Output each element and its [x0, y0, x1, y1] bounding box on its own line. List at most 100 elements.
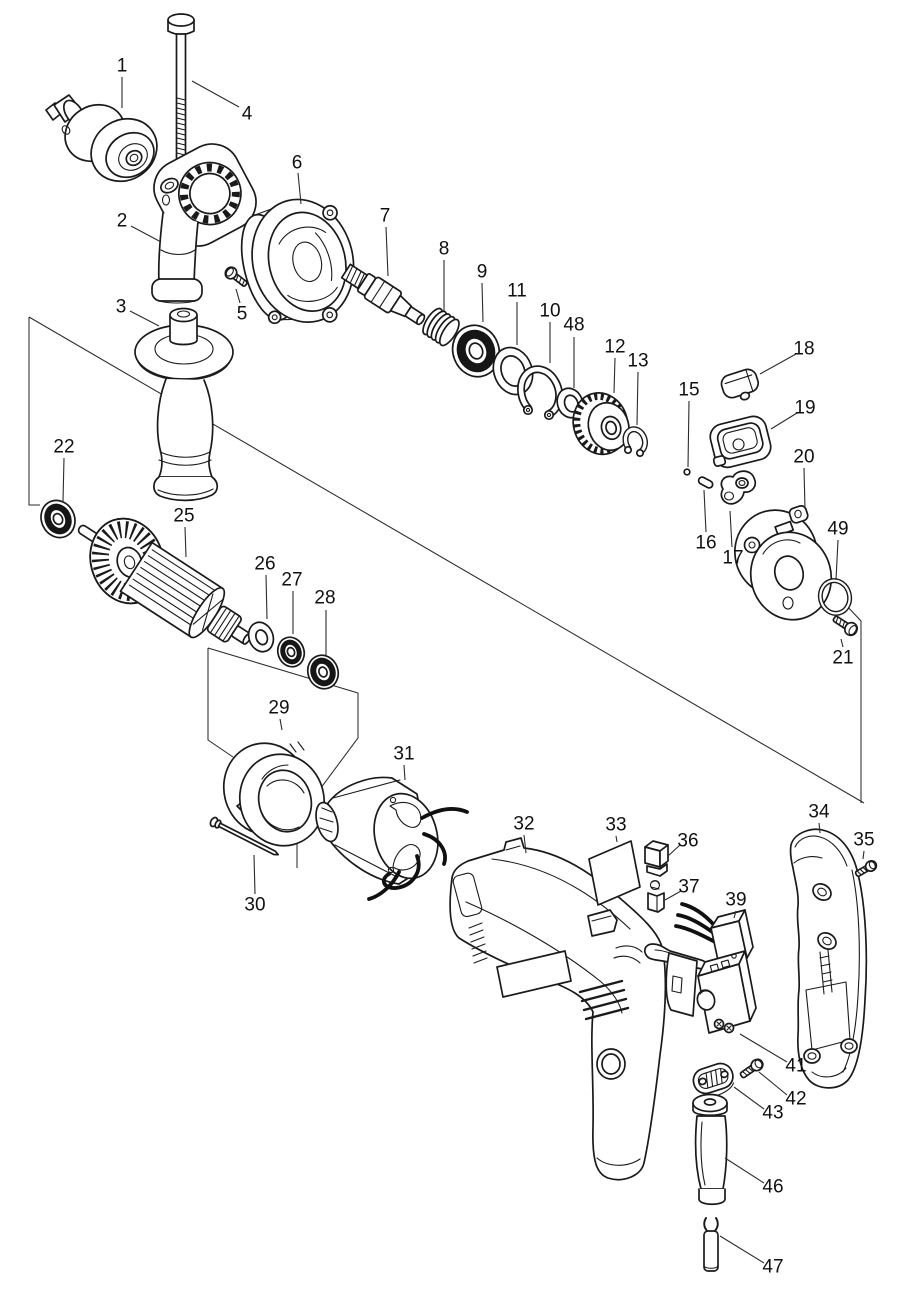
leader-line-part-7-spindle — [385, 226, 389, 277]
part-label-9-ball-bearing: 9 — [477, 262, 488, 283]
part-4-bolt-drawing — [167, 13, 195, 163]
leader-line-part-41-trigger-switch — [739, 1033, 788, 1063]
part-label-3-side-handle: 3 — [116, 297, 127, 318]
part-label-13-retaining-ring-small: 13 — [627, 351, 648, 372]
part-label-6-gear-housing-cover: 6 — [292, 153, 303, 174]
leader-line-part-18-lock-button — [759, 353, 797, 375]
part-label-48-ring: 48 — [563, 315, 584, 336]
leader-line-part-15-steel-ball — [687, 400, 690, 468]
part-31-field-stator-drawing — [315, 776, 469, 901]
part-37-carbon-brush-drawing — [647, 879, 665, 913]
leader-line-part-12-gear — [613, 357, 616, 394]
part-42-screw-switch-drawing — [739, 1058, 764, 1079]
part-41-trigger-switch-drawing — [643, 943, 757, 1034]
assembly-bracket-line-3 — [845, 604, 862, 803]
part-30-pin-rod-drawing — [209, 816, 280, 856]
leader-line-part-47-power-cord — [719, 1235, 765, 1264]
part-label-19-slide-button: 19 — [794, 398, 815, 419]
leader-line-part-19-slide-button — [770, 412, 798, 430]
part-26-flat-washer-rear-drawing — [247, 621, 275, 653]
leader-line-part-25-armature — [184, 526, 187, 558]
leader-line-part-42-screw-switch — [758, 1071, 788, 1096]
part-label-5-screw: 5 — [237, 304, 248, 325]
part-label-16-pin: 16 — [695, 533, 716, 554]
part-label-47-power-cord: 47 — [762, 1257, 783, 1278]
part-label-2-gear-housing-neck: 2 — [117, 211, 128, 232]
part-22-ball-bearing-front-drawing — [40, 499, 76, 539]
leader-line-part-32-motor-housing — [523, 834, 527, 854]
leader-line-part-6-gear-housing-cover — [297, 172, 302, 205]
leader-line-part-16-pin — [703, 489, 707, 533]
assembly-bracket-line-1 — [28, 317, 40, 506]
part-label-33-nameplate-label: 33 — [605, 815, 626, 836]
part-label-49-o-ring: 49 — [827, 519, 848, 540]
part-label-10-retaining-ring: 10 — [539, 301, 560, 322]
part-27-ball-bearing-mid-drawing — [276, 636, 306, 668]
part-10-retaining-ring-drawing — [517, 365, 564, 421]
part-label-21-screw-bracket: 21 — [832, 648, 853, 669]
part-47-power-cord-drawing — [703, 1217, 719, 1272]
part-35-screw-handle-drawing — [854, 860, 878, 878]
part-label-17-lever-plate: 17 — [722, 548, 743, 569]
part-label-28-ball-bearing-rear: 28 — [314, 588, 335, 609]
part-label-36-brush-holder-cap: 36 — [677, 831, 698, 852]
part-label-35-screw-handle: 35 — [853, 830, 874, 851]
leader-line-part-35-screw-handle — [862, 850, 865, 860]
part-labels: 1234567891011121315161718192021222526272… — [53, 56, 874, 1278]
part-18-lock-button-drawing — [720, 368, 760, 401]
part-15-steel-ball-drawing — [683, 468, 691, 476]
leader-line-part-36-brush-holder-cap — [667, 844, 681, 857]
part-3-side-handle-drawing — [134, 307, 234, 502]
leader-line-part-33-nameplate-label — [615, 835, 618, 843]
part-label-20-bearing-bracket: 20 — [793, 447, 814, 468]
part-label-12-gear: 12 — [604, 337, 625, 358]
part-label-11-flat-washer: 11 — [507, 281, 527, 302]
part-label-31-field-stator: 31 — [393, 744, 414, 765]
leader-line-part-29-fan-baffle — [279, 718, 283, 731]
part-label-37-carbon-brush: 37 — [678, 877, 699, 898]
part-32-motor-housing-drawing — [449, 837, 667, 1181]
part-21-screw-bracket-drawing — [832, 615, 859, 637]
part-label-18-lock-button: 18 — [793, 339, 814, 360]
leader-line-part-34-handle-cover — [818, 822, 821, 834]
leader-line-part-22-ball-bearing-front — [62, 457, 65, 502]
part-29-fan-baffle-drawing — [222, 741, 326, 847]
leader-line-part-20-bearing-bracket — [803, 467, 806, 510]
part-16-pin-drawing — [697, 476, 714, 489]
part-label-34-handle-cover: 34 — [808, 802, 830, 823]
leader-line-part-31-field-stator — [403, 764, 406, 781]
part-label-29-fan-baffle: 29 — [268, 698, 289, 719]
leader-line-part-4-bolt — [191, 80, 240, 108]
part-33-nameplate-label-drawing — [588, 840, 641, 906]
part-label-15-steel-ball: 15 — [678, 380, 699, 401]
part-drawings — [40, 13, 878, 1272]
part-label-4-bolt: 4 — [242, 104, 253, 125]
leader-line-part-37-carbon-brush — [664, 890, 682, 901]
part-19-slide-button-drawing — [709, 415, 772, 469]
leader-line-part-13-retaining-ring-small — [636, 371, 639, 426]
part-28-ball-bearing-rear-drawing — [306, 654, 340, 690]
part-5-screw-drawing — [224, 266, 248, 287]
leader-line-part-21-screw-bracket — [840, 638, 844, 648]
part-2-gear-housing-neck-drawing — [151, 143, 257, 304]
part-1-drill-chuck-drawing — [45, 94, 158, 183]
leader-line-part-46-cord-guard — [724, 1157, 765, 1184]
part-6-gear-housing-cover-drawing — [240, 198, 355, 325]
leader-line-part-9-ball-bearing — [481, 282, 484, 323]
part-label-32-motor-housing: 32 — [513, 814, 534, 835]
leader-line-part-5-screw — [235, 288, 241, 304]
part-20-bearing-bracket-drawing — [734, 505, 833, 621]
part-13-retaining-ring-small-drawing — [622, 426, 648, 458]
assembly-bracket-line-5 — [207, 648, 234, 758]
leader-line-part-49-o-ring — [835, 539, 839, 581]
leader-line-part-3-side-handle — [129, 310, 160, 327]
part-label-25-armature: 25 — [173, 506, 194, 527]
part-17-lever-plate-drawing — [720, 470, 757, 505]
part-46-cord-guard-drawing — [692, 1093, 728, 1206]
part-49-o-ring-drawing — [817, 578, 853, 616]
part-9-ball-bearing-drawing — [451, 324, 501, 378]
part-7-spindle-drawing — [340, 263, 426, 326]
part-34-handle-cover-drawing — [789, 828, 868, 1089]
